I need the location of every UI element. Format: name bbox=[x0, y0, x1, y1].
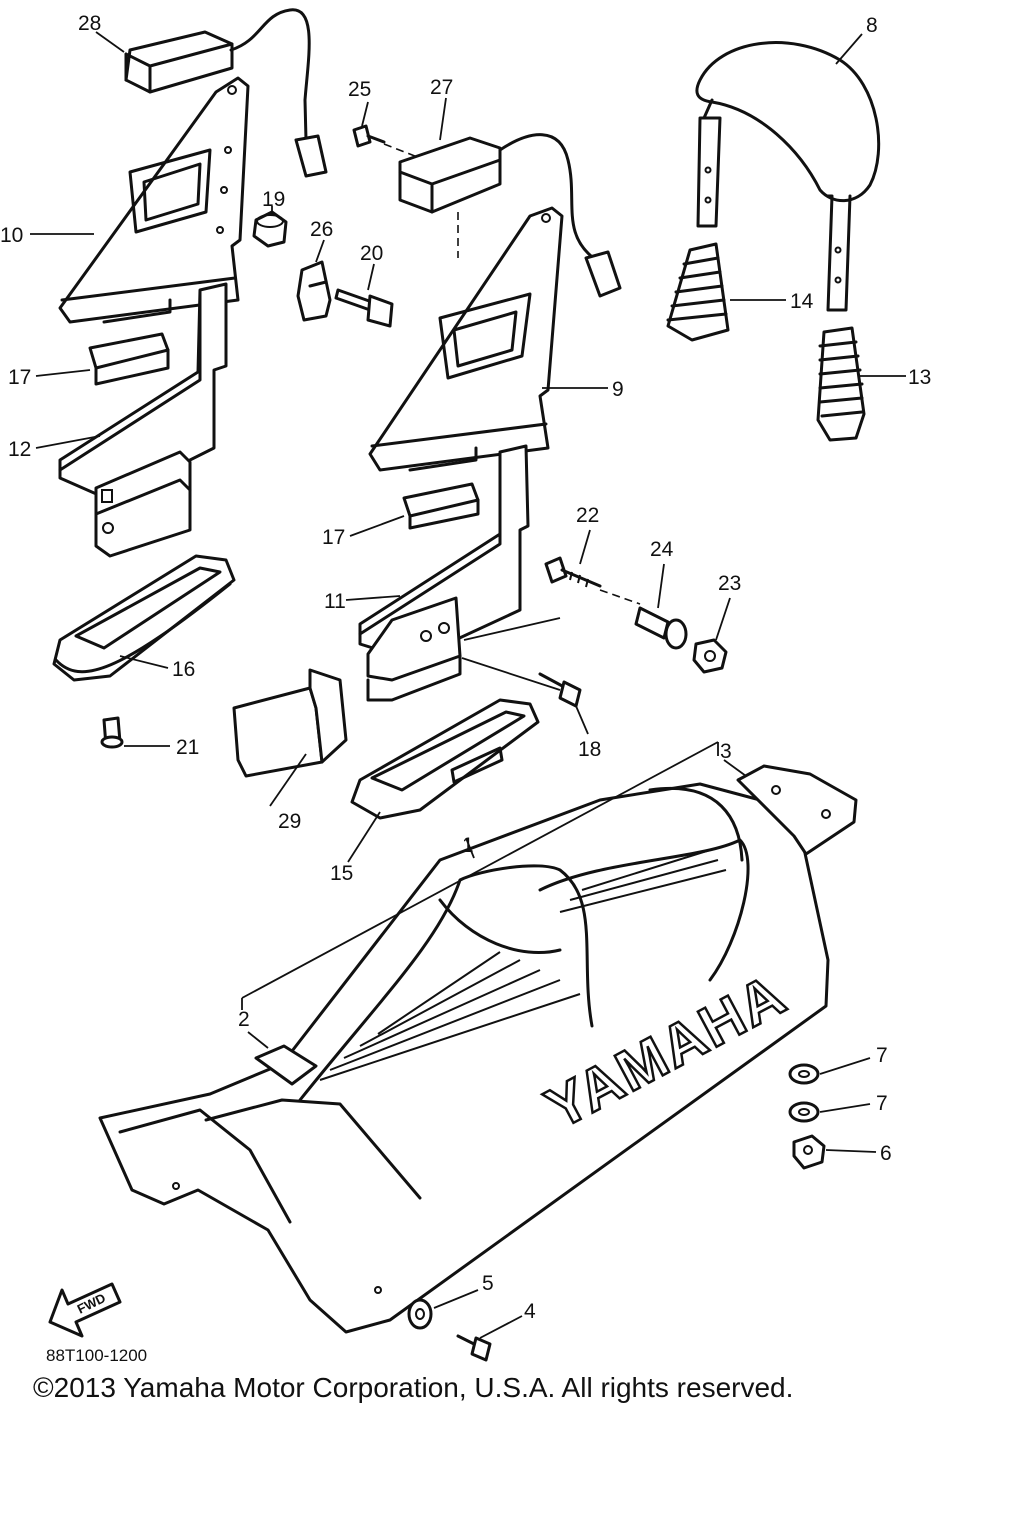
fwd-arrow-icon: FWD bbox=[48, 1282, 122, 1338]
callout-25: 25 bbox=[348, 78, 371, 101]
callout-23: 23 bbox=[718, 572, 741, 595]
part-6-nut bbox=[792, 1134, 826, 1170]
callout-18: 18 bbox=[578, 738, 601, 761]
callout-17a: 17 bbox=[8, 366, 31, 389]
callout-11: 11 bbox=[324, 590, 346, 613]
callout-3: 3 bbox=[720, 740, 732, 763]
part-17-bracket-right bbox=[402, 482, 480, 530]
part-24-collar bbox=[634, 606, 688, 650]
part-20-bolt bbox=[334, 288, 394, 328]
part-25-screw bbox=[352, 124, 421, 159]
part-4-bolt bbox=[456, 1334, 492, 1362]
part-9-right-side-cover bbox=[368, 206, 564, 472]
callout-5: 5 bbox=[482, 1272, 494, 1295]
part-12-left-stay bbox=[58, 282, 228, 558]
callout-21: 21 bbox=[176, 736, 199, 759]
callout-numbers: 28 8 25 27 19 10 26 20 14 13 17 9 12 22 … bbox=[0, 12, 931, 1323]
part-16-left-cover bbox=[52, 554, 236, 682]
callout-7b: 7 bbox=[876, 1092, 888, 1115]
part-26-clip bbox=[296, 260, 332, 322]
callout-17b: 17 bbox=[322, 526, 345, 549]
part-1-seat: YAMAHA bbox=[98, 764, 858, 1334]
part-13-boot bbox=[816, 326, 866, 442]
callout-6: 6 bbox=[880, 1142, 892, 1165]
callout-10: 10 bbox=[0, 224, 23, 247]
diagram-part-code: 88T100-1200 bbox=[46, 1346, 148, 1365]
callout-4: 4 bbox=[524, 1300, 536, 1323]
part-22-bolt bbox=[544, 556, 641, 605]
parts-diagram: YAMAHA FWD bbox=[0, 8, 931, 1362]
callout-1: 1 bbox=[462, 834, 474, 857]
leader-lines bbox=[30, 31, 906, 1339]
part-8-backrest bbox=[695, 41, 881, 312]
callout-13: 13 bbox=[908, 366, 931, 389]
callout-24: 24 bbox=[650, 538, 674, 561]
callout-7a: 7 bbox=[876, 1044, 888, 1067]
part-14-boot bbox=[666, 242, 730, 342]
callout-26: 26 bbox=[310, 218, 333, 241]
part-7-washer-upper bbox=[788, 1063, 820, 1085]
part-27-speaker bbox=[398, 133, 622, 298]
callout-12: 12 bbox=[8, 438, 31, 461]
part-28-speaker bbox=[124, 8, 328, 178]
part-21-screw bbox=[100, 716, 124, 749]
part-15-right-cover bbox=[350, 698, 540, 820]
part-18-screw bbox=[461, 617, 582, 708]
part-5-washer bbox=[407, 1298, 433, 1330]
callout-27: 27 bbox=[430, 76, 453, 99]
callout-22: 22 bbox=[576, 504, 599, 527]
callout-2: 2 bbox=[238, 1008, 250, 1031]
callout-8: 8 bbox=[866, 14, 878, 37]
callout-29: 29 bbox=[278, 810, 301, 833]
callout-9: 9 bbox=[612, 378, 624, 401]
part-11-right-stay bbox=[358, 444, 530, 702]
part-17-bracket-left bbox=[88, 332, 170, 386]
part-7-washer-lower bbox=[788, 1101, 820, 1123]
part-29-cover bbox=[232, 668, 348, 778]
callout-16: 16 bbox=[172, 658, 195, 681]
part-23-nut bbox=[692, 638, 728, 674]
callout-15: 15 bbox=[330, 862, 353, 885]
part-10-left-side-cover bbox=[58, 76, 250, 324]
callout-19: 19 bbox=[262, 188, 285, 211]
callout-20: 20 bbox=[360, 242, 383, 265]
copyright-notice: ©2013 Yamaha Motor Corporation, U.S.A. A… bbox=[33, 1372, 794, 1403]
part-19-grommet bbox=[252, 210, 288, 248]
callout-14: 14 bbox=[790, 290, 814, 313]
callout-28: 28 bbox=[78, 12, 101, 35]
